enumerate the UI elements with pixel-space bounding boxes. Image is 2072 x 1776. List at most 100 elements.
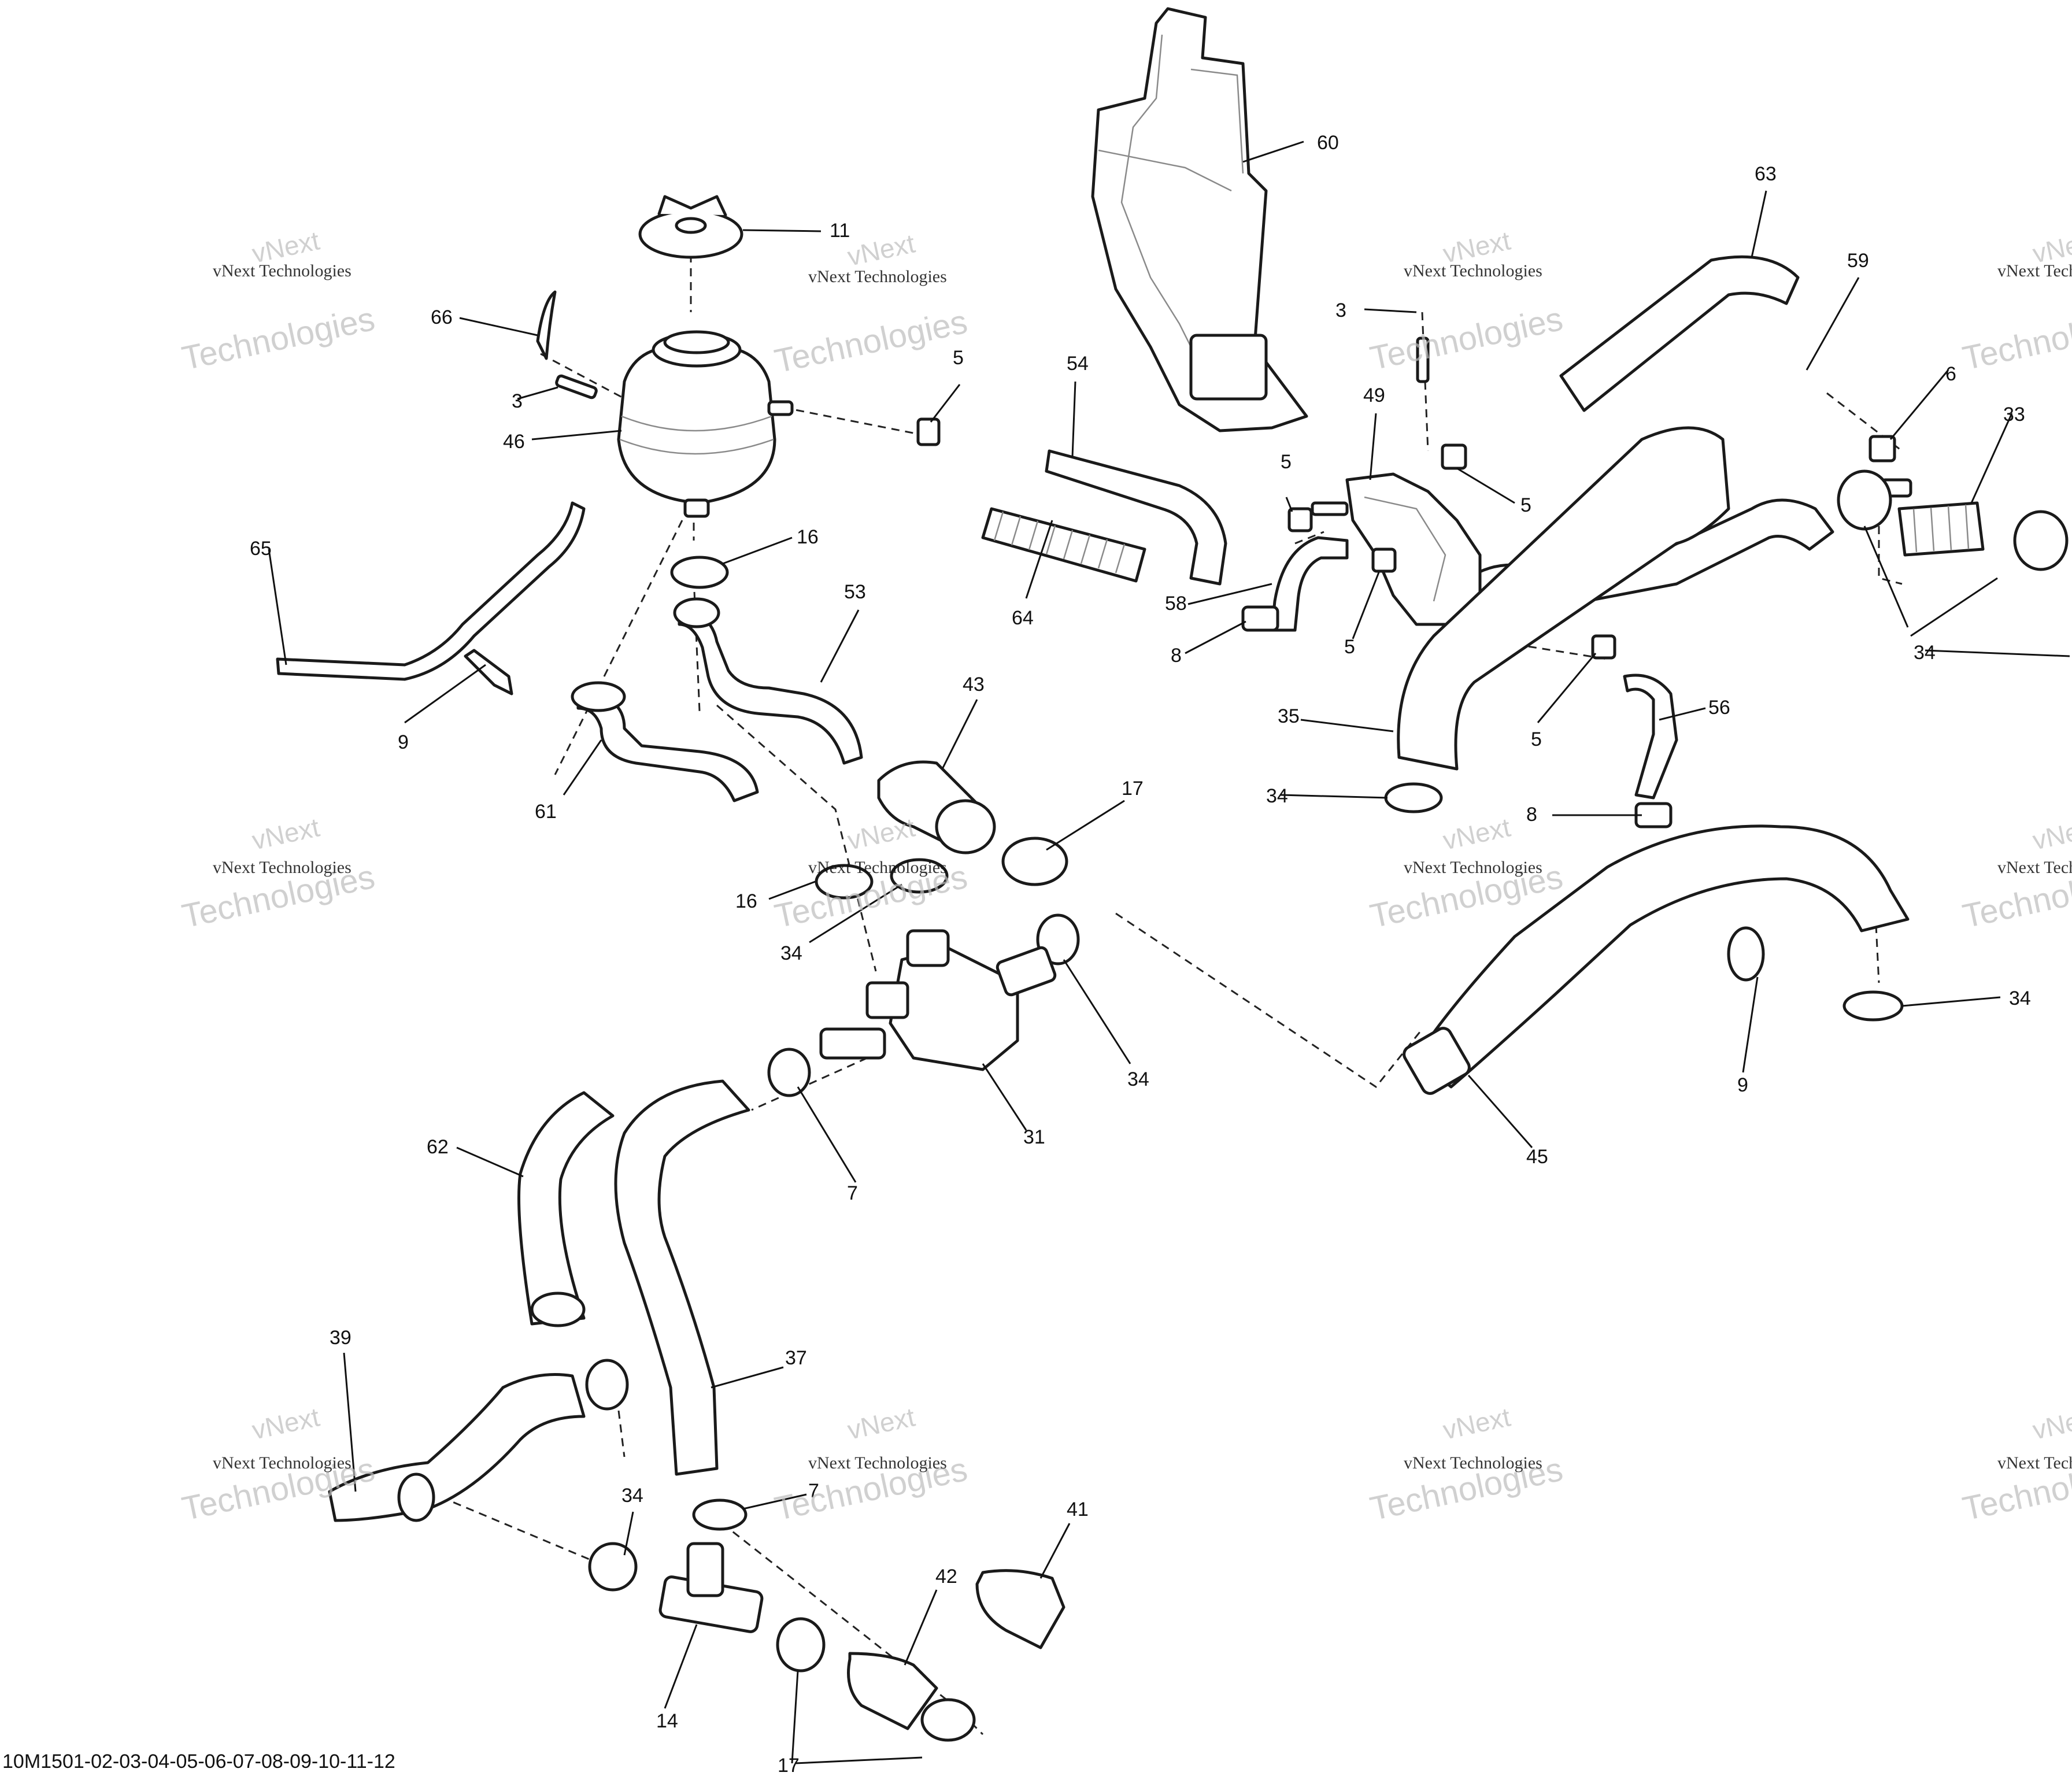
callout-41: 41 <box>1067 1498 1089 1520</box>
part-61-hose-end <box>571 681 626 712</box>
part-34-clamp-a <box>1837 469 1892 531</box>
callout-16: 16 <box>735 890 757 912</box>
part-37-hose <box>614 1079 750 1476</box>
svg-text:vNext Technologies: vNext Technologies <box>1997 261 2072 280</box>
part-58-hose <box>1270 536 1349 632</box>
callout-66: 66 <box>431 306 453 328</box>
part-3-bolt-right <box>1416 336 1430 383</box>
part-9-clip-a <box>464 649 513 695</box>
watermark-11: Technologies vNext vNext Technologies <box>1367 1401 1566 1527</box>
part-39-hose-end <box>397 1472 435 1522</box>
callout-9: 9 <box>398 731 409 753</box>
watermark-7: Technologies vNext vNext Technologies <box>1367 812 1566 935</box>
part-5-nut-a <box>916 417 941 446</box>
svg-text:Technologies: Technologies <box>771 303 971 380</box>
part-5-nut-d <box>1371 547 1397 573</box>
callout-59: 59 <box>1847 250 1869 272</box>
watermark-8: Technologies vNext vNext Technologies <box>1959 812 2072 935</box>
callout-56: 56 <box>1708 697 1730 719</box>
svg-text:vNext Technologies: vNext Technologies <box>808 1453 947 1472</box>
part-41-hose <box>975 1569 1065 1649</box>
callout-34: 34 <box>1914 642 1936 664</box>
part-53-hose-end <box>673 597 720 628</box>
svg-text:vNext: vNext <box>2030 812 2072 855</box>
part-16-clamp-b <box>815 864 874 900</box>
part-66-clip <box>536 290 557 360</box>
part-11-radiator-cap <box>638 195 743 259</box>
callout-35: 35 <box>1278 705 1300 727</box>
watermark-10: Technologies vNext vNext Technologies <box>771 1401 971 1527</box>
svg-text:vNext: vNext <box>1440 812 1513 855</box>
part-5-nut-c <box>1287 507 1313 532</box>
svg-text:vNext: vNext <box>249 812 322 855</box>
callout-17: 17 <box>778 1755 800 1776</box>
part-34-clamp-f <box>1842 990 1904 1022</box>
part-17-clamp-a <box>1001 837 1068 886</box>
part-39-hose <box>328 1373 586 1522</box>
part-45-hose-end <box>1403 1027 1471 1095</box>
part-3-bolt-left <box>555 374 598 399</box>
part-5-nut-e <box>1591 634 1616 660</box>
part-46-expansion-tank <box>617 330 794 518</box>
part-34-clamp-h <box>588 1542 638 1592</box>
part-5-nut-b <box>1441 443 1467 470</box>
part-62-hose-end <box>530 1292 586 1327</box>
svg-text:vNext: vNext <box>845 812 917 855</box>
callout-8: 8 <box>1171 645 1182 667</box>
callout-9: 9 <box>1737 1074 1748 1096</box>
svg-text:vNext Technologies: vNext Technologies <box>1404 261 1542 280</box>
part-8-clip-a <box>1241 605 1279 632</box>
callout-11: 11 <box>830 220 850 242</box>
callout-54: 54 <box>1067 353 1089 375</box>
part-53-hose <box>678 605 863 765</box>
callout-labels: 60 11 66 5 54 3 46 63 59 3 49 6 33 5 5 1… <box>250 132 2031 1776</box>
part-33-fitting <box>1880 478 1985 557</box>
watermark-1: Technologies vNext vNext Technologies <box>179 225 378 377</box>
svg-text:vNext Technologies: vNext Technologies <box>213 858 352 877</box>
part-7-clamp-a <box>767 1048 811 1097</box>
callout-42: 42 <box>935 1566 957 1588</box>
callout-34: 34 <box>1127 1068 1149 1090</box>
part-31-thermostat-housing <box>819 929 1057 1071</box>
callout-3: 3 <box>512 390 523 412</box>
watermark-4: Technologies vNext vNext Technologies <box>1959 225 2072 377</box>
callout-33: 33 <box>2003 404 2025 426</box>
part-54-hose <box>1045 449 1227 586</box>
svg-text:vNext Technologies: vNext Technologies <box>808 858 947 877</box>
svg-text:vNext Technologies: vNext Technologies <box>213 261 352 280</box>
callout-53: 53 <box>844 581 866 603</box>
callout-65: 65 <box>250 538 272 560</box>
part-61-hose <box>576 692 759 802</box>
svg-text:vNext Technologies: vNext Technologies <box>1997 858 2072 877</box>
callout-5: 5 <box>953 347 964 369</box>
svg-text:vNext Technologies: vNext Technologies <box>1404 858 1542 877</box>
watermark-3: Technologies vNext vNext Technologies <box>1367 225 1566 377</box>
callout-60: 60 <box>1317 132 1339 154</box>
part-14-tee-fitting <box>658 1542 764 1633</box>
callout-7: 7 <box>808 1480 819 1502</box>
callout-46: 46 <box>503 431 525 453</box>
svg-text:vNext: vNext <box>1440 1401 1513 1445</box>
callout-5: 5 <box>1520 494 1531 516</box>
svg-text:vNext Technologies: vNext Technologies <box>213 1453 352 1472</box>
part-56-hose <box>1623 674 1678 800</box>
callout-8: 8 <box>1526 804 1537 826</box>
svg-text:vNext Technologies: vNext Technologies <box>808 267 947 286</box>
callout-5: 5 <box>1281 451 1292 473</box>
part-17-clamp-b <box>776 1617 826 1673</box>
part-42-hose <box>847 1652 938 1730</box>
part-9-clip-b <box>1727 926 1765 982</box>
part-34-clamp-d <box>890 858 949 894</box>
part-35-big-hose <box>1397 426 1730 771</box>
callout-43: 43 <box>963 674 985 695</box>
callout-5: 5 <box>1531 728 1542 750</box>
callout-34: 34 <box>621 1485 643 1507</box>
part-62-hose <box>517 1091 615 1326</box>
callout-49: 49 <box>1363 384 1385 406</box>
watermark-5: Technologies vNext vNext Technologies <box>179 812 378 935</box>
watermark-12: Technologies vNext vNext Technologies <box>1959 1401 2072 1527</box>
part-17-clamp-c <box>920 1698 976 1742</box>
part-34-clamp-c <box>1384 782 1443 813</box>
callout-61: 61 <box>535 801 557 823</box>
